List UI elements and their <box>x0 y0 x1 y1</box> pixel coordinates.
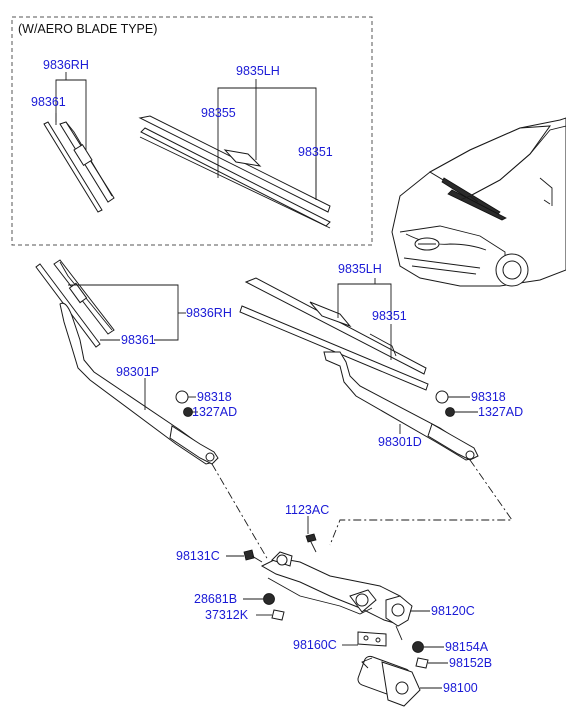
label-98152b: 98152B <box>449 656 492 670</box>
aero-blade-inset: (W/AERO BLADE TYPE) 9836RH 98361 <box>11 16 373 246</box>
label-98301d: 98301D <box>378 435 422 449</box>
label-98351: 98351 <box>372 309 407 323</box>
label-1123ac: 1123AC <box>285 503 329 517</box>
bracket-98160c <box>357 631 387 647</box>
label-9836rh: 9836RH <box>186 306 232 320</box>
inset-title: (W/AERO BLADE TYPE) <box>18 22 157 36</box>
label-1327ad-left: 1327AD <box>192 405 237 419</box>
lh-wiper-blade <box>239 277 429 391</box>
label-98318-right: 98318 <box>471 390 506 404</box>
label-98120c: 98120C <box>431 604 475 618</box>
rh-blade-leaders <box>68 284 186 341</box>
nut-1327ad-right <box>445 407 455 417</box>
bushing-98152b <box>415 657 429 669</box>
label-aero-98351: 98351 <box>298 145 333 159</box>
label-98318-left: 98318 <box>197 390 232 404</box>
label-aero-9835lh: 9835LH <box>236 64 280 78</box>
lh-blade-leaders <box>337 278 392 360</box>
label-1327ad-right: 1327AD <box>478 405 523 419</box>
aero-blade-lh <box>138 115 331 229</box>
wiper-linkage-assembly <box>260 551 421 707</box>
bolt-1123ac <box>305 516 317 553</box>
assembly-guide-lines <box>211 459 513 561</box>
grommet-28681b <box>263 593 275 605</box>
grommet-98154a <box>412 641 424 653</box>
rh-wiper-blade <box>35 259 115 348</box>
label-98100: 98100 <box>443 681 478 695</box>
label-aero-98355: 98355 <box>201 106 236 120</box>
label-aero-9836rh: 9836RH <box>43 58 89 72</box>
label-aero-98361: 98361 <box>31 95 66 109</box>
label-98160c: 98160C <box>293 638 337 652</box>
rh-wiper-arm <box>59 302 219 465</box>
cap-98318-right <box>435 390 449 404</box>
aero-blade-rh <box>43 121 115 213</box>
wiper-motor-98100 <box>357 655 421 707</box>
label-98361: 98361 <box>121 333 156 347</box>
label-98301p: 98301P <box>116 365 159 379</box>
label-28681b: 28681B <box>194 592 237 606</box>
label-98131c: 98131C <box>176 549 220 563</box>
label-9835lh: 9835LH <box>338 262 382 276</box>
cap-98318-left <box>175 390 189 404</box>
lh-wiper-arm <box>323 351 479 461</box>
label-37312k: 37312K <box>205 608 249 622</box>
bolt-98131c <box>226 549 263 563</box>
car-illustration <box>391 117 566 287</box>
label-98154a: 98154A <box>445 640 489 654</box>
bushing-37312k <box>271 609 285 621</box>
inset-leaders <box>55 72 317 200</box>
